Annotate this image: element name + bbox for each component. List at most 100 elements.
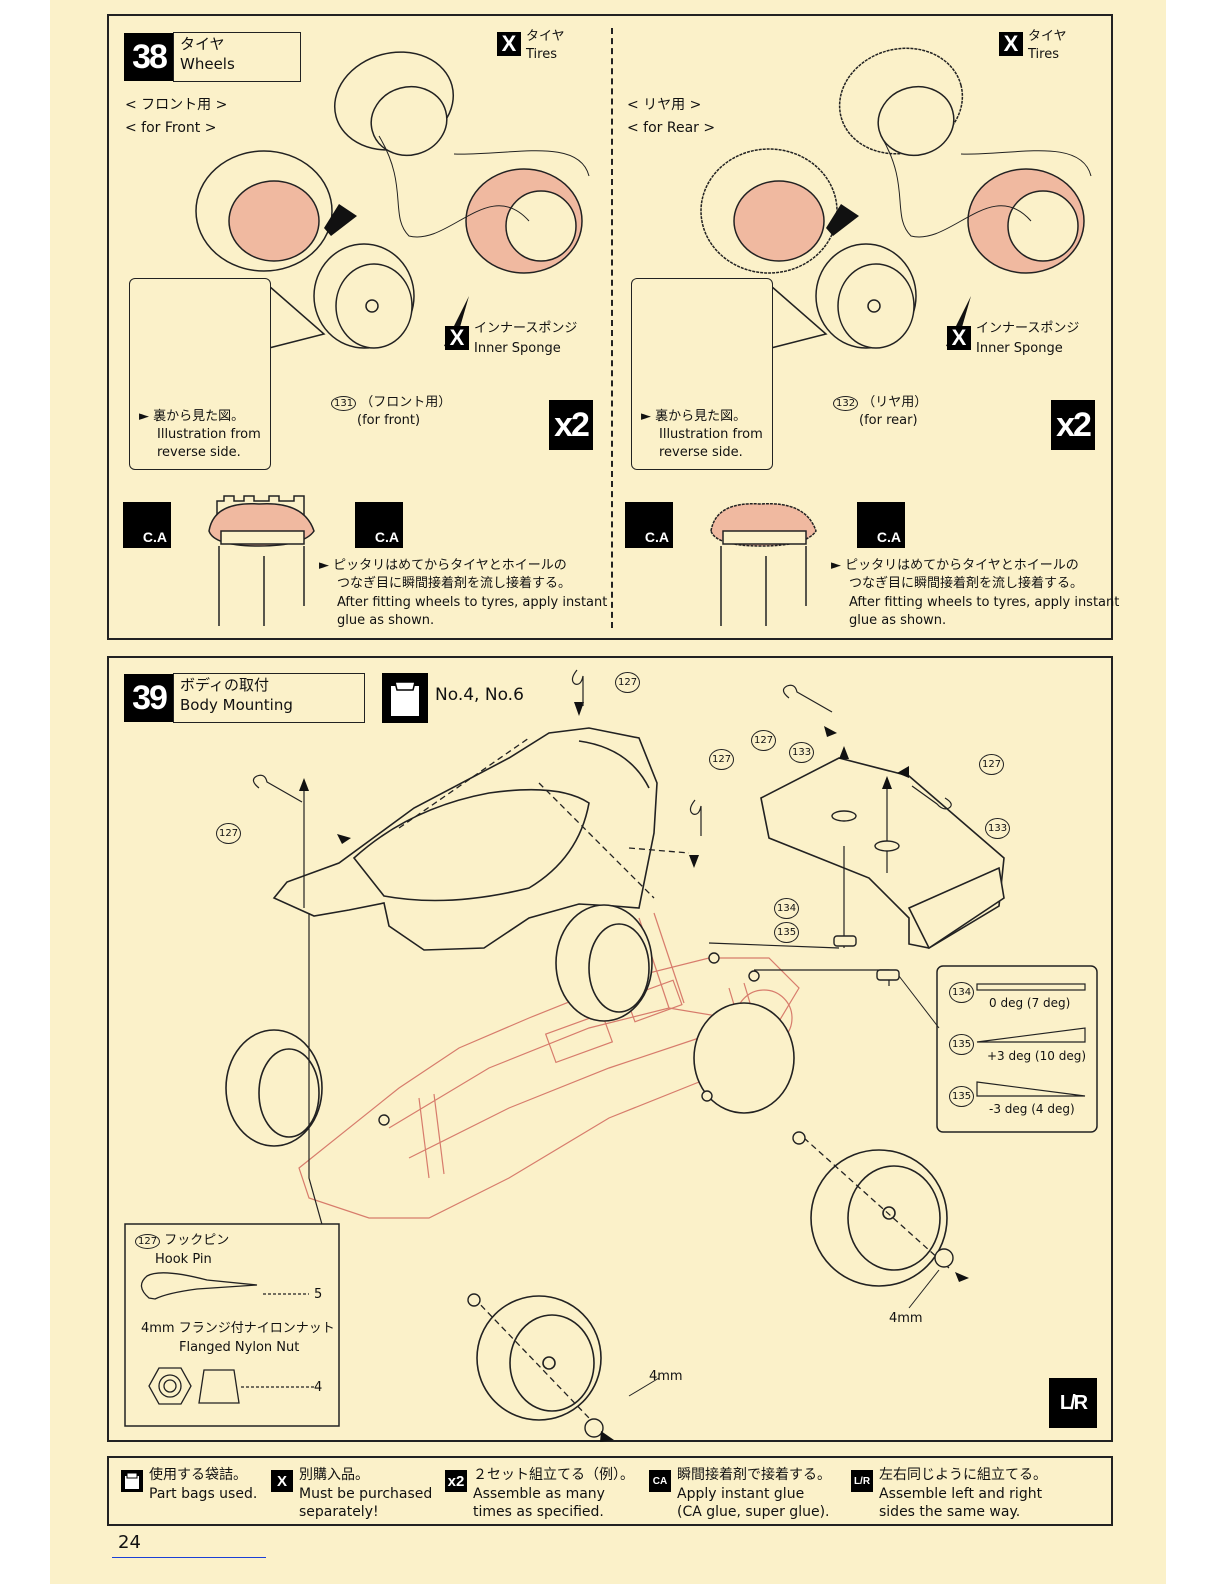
front-illus-en1: Illustration from	[157, 427, 261, 442]
nut-qty: 4	[314, 1380, 323, 1395]
step-number: 38	[124, 33, 174, 81]
part-label-134: 134	[774, 898, 800, 919]
divider-dashed	[611, 28, 613, 628]
legend-lr-jp: 左右同じように組立てる。	[879, 1467, 1047, 1483]
rear-glue-en1: After fitting wheels to tyres, apply ins…	[849, 595, 1120, 610]
step-title: ボディの取付 Body Mounting	[173, 673, 365, 723]
part-label-127: 127	[751, 730, 777, 751]
shim-desc-135-plus: +3 deg (10 deg)	[987, 1049, 1086, 1063]
purchase-separately-icon: X	[999, 31, 1023, 56]
legend-buy-jp: 別購入品。	[299, 1467, 369, 1483]
front-illus-jp: ► 裏から見た図。	[139, 409, 245, 424]
nut-jp: 4mm フランジ付ナイロンナット	[141, 1321, 335, 1336]
hook-pin-en: Hook Pin	[155, 1252, 212, 1267]
ca-glue-icon: C.A	[123, 502, 171, 548]
legend-ca-en1: Apply instant glue	[677, 1486, 805, 1502]
purchase-separately-icon: X	[947, 325, 971, 350]
front-label-jp: < フロント用 >	[125, 97, 228, 113]
step-39-panel: 39 ボディの取付 Body Mounting No.4, No.6	[107, 656, 1113, 1442]
bag-numbers: No.4, No.6	[435, 685, 524, 705]
ca-glue-icon: C.A	[355, 502, 403, 548]
front-label-en: < for Front >	[125, 120, 217, 136]
hook-pin-qty: 5	[314, 1287, 323, 1302]
rear-part-number: 132 （リヤ用）	[833, 394, 927, 412]
front-reverse-callout	[129, 278, 271, 470]
shim-label-135: 135	[949, 1086, 975, 1107]
purchase-separately-icon: X	[271, 1470, 293, 1492]
bag-icon	[382, 673, 428, 723]
purchase-separately-icon: X	[497, 31, 521, 56]
legend-lr-en2: sides the same way.	[879, 1504, 1021, 1520]
legend-bags-en: Part bags used.	[149, 1486, 258, 1502]
part-label-127: 127	[135, 1234, 161, 1249]
dim-4mm-rear: 4mm	[889, 1311, 923, 1326]
legend-ca-jp: 瞬間接着剤で接着する。	[677, 1467, 831, 1483]
purchase-separately-icon: X	[445, 325, 469, 350]
rear-tires-en: Tires	[1028, 47, 1059, 62]
part-number-circle: 131	[331, 396, 357, 411]
legend-lr-en1: Assemble left and right	[879, 1486, 1043, 1502]
front-sponge-jp: インナースポンジ	[474, 321, 578, 336]
front-tires-en: Tires	[526, 47, 557, 62]
dim-4mm-front: 4mm	[649, 1369, 683, 1384]
rear-illus-en1: Illustration from	[659, 427, 763, 442]
rear-glue-jp1: ► ピッタリはめてからタイヤとホイールの	[831, 558, 1079, 573]
legend-panel: 使用する袋詰。 Part bags used. X 別購入品。 Must be …	[107, 1456, 1113, 1526]
part-number-circle: 132	[833, 396, 859, 411]
rear-illus-en2: reverse side.	[659, 445, 743, 460]
front-tires-jp: タイヤ	[526, 29, 565, 44]
front-glue-en2: glue as shown.	[337, 613, 435, 628]
legend-x2-en1: Assemble as many	[473, 1486, 605, 1502]
rear-glue-en2: glue as shown.	[849, 613, 947, 628]
legend-buy-en1: Must be purchased	[299, 1486, 433, 1502]
front-part-en: (for front)	[357, 413, 421, 428]
part-label-127: 127	[709, 749, 735, 770]
body-mounting-illustration	[124, 669, 1098, 1442]
nut-en: Flanged Nylon Nut	[179, 1340, 300, 1355]
step-title-jp: タイヤ	[180, 35, 225, 53]
page-number: 24	[118, 1532, 141, 1553]
step-title-en: Body Mounting	[180, 696, 293, 714]
part-label-127: 127	[216, 823, 242, 844]
rear-illus-jp: ► 裏から見た図。	[641, 409, 747, 424]
x2-icon: x2	[1051, 400, 1095, 450]
footer-link-line	[112, 1557, 266, 1558]
front-part-number: 131 （フロント用）	[331, 394, 451, 412]
rear-label-en: < for Rear >	[627, 120, 716, 136]
part-label-127: 127	[615, 672, 641, 693]
front-glue-jp2: つなぎ目に瞬間接着剤を流し接着する。	[337, 576, 572, 591]
legend-buy-en2: separately!	[299, 1504, 379, 1520]
part-label-133: 133	[789, 742, 815, 763]
front-wheel-illustration	[144, 51, 590, 626]
rear-label-jp: < リヤ用 >	[627, 97, 702, 113]
ca-glue-icon: C.A	[857, 502, 905, 548]
legend-x2-jp: ２セット組立てる（例）。	[473, 1467, 634, 1483]
part-label-127: 127	[979, 754, 1005, 775]
part-label-135: 135	[774, 922, 800, 943]
left-right-icon: L/R	[1049, 1378, 1097, 1428]
rear-glue-jp2: つなぎ目に瞬間接着剤を流し接着する。	[849, 576, 1084, 591]
ca-glue-icon: CA	[649, 1470, 671, 1492]
rear-reverse-callout	[631, 278, 773, 470]
rear-part-en: (for rear)	[859, 413, 918, 428]
step-title: タイヤ Wheels	[173, 32, 301, 82]
front-glue-jp1: ► ピッタリはめてからタイヤとホイールの	[319, 558, 567, 573]
shim-label-135: 135	[949, 1034, 975, 1055]
legend-x2-en2: times as specified.	[473, 1504, 604, 1520]
x2-icon: x2	[549, 400, 593, 450]
shim-desc-134: 0 deg (7 deg)	[989, 996, 1071, 1010]
rear-sponge-en: Inner Sponge	[976, 341, 1063, 356]
left-right-icon: L/R	[851, 1470, 873, 1492]
step-number: 39	[124, 674, 174, 722]
x2-icon: x2	[445, 1470, 467, 1492]
step-title-jp: ボディの取付	[180, 676, 269, 694]
bag-icon	[121, 1470, 143, 1492]
step-38-panel: 38 タイヤ Wheels < フロント用 > < for Front > X …	[107, 14, 1119, 640]
front-glue-en1: After fitting wheels to tyres, apply ins…	[337, 595, 608, 610]
shim-desc-135-minus: -3 deg (4 deg)	[989, 1102, 1075, 1116]
legend-bags-jp: 使用する袋詰。	[149, 1467, 247, 1483]
rear-sponge-jp: インナースポンジ	[976, 321, 1080, 336]
shim-label-134: 134	[949, 982, 975, 1003]
step-title-en: Wheels	[180, 55, 235, 73]
hook-pin-jp: 127 フックピン	[135, 1232, 229, 1250]
